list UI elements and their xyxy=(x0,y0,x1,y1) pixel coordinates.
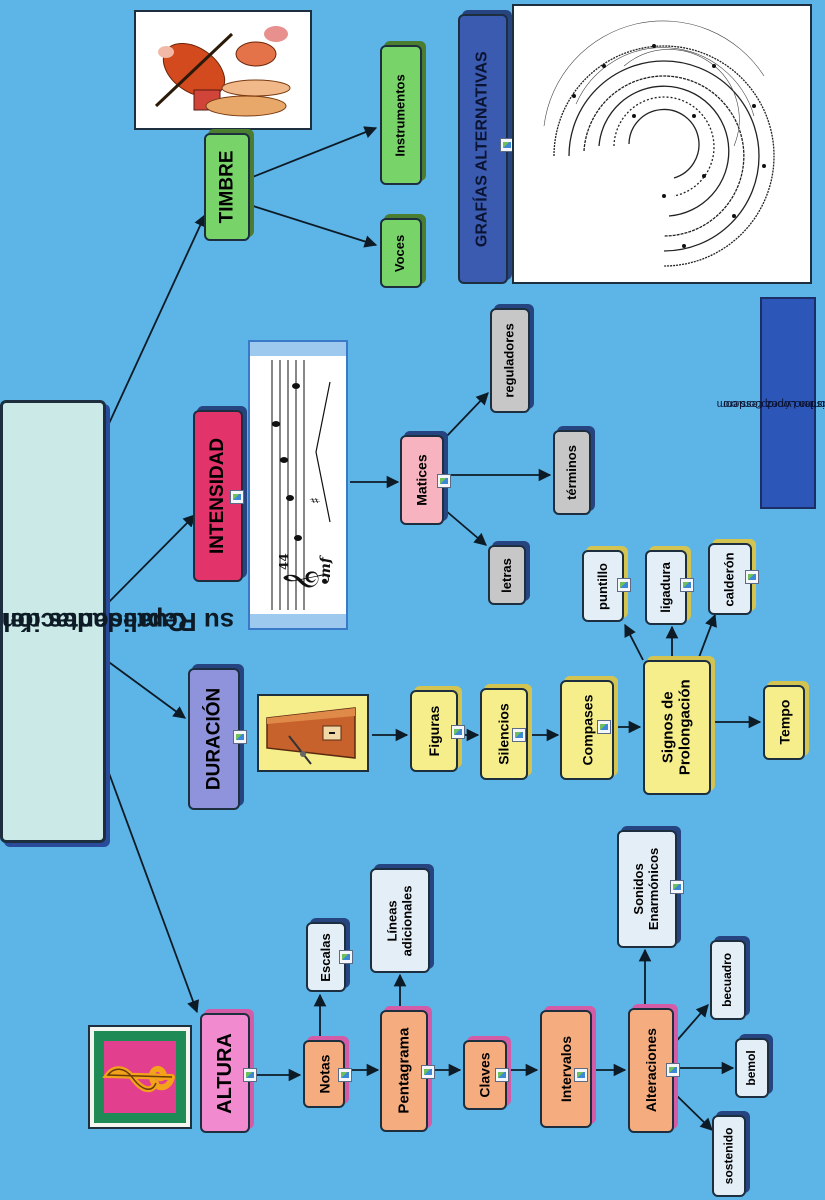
node-voces-label: Voces xyxy=(394,234,409,271)
node-ligadura-label: ligadura xyxy=(659,562,674,613)
node-sonidos-enarmonicos-label: Sonidos Enarmónicos xyxy=(632,848,662,930)
main-title: Cualidades del Sonido ysu Representación… xyxy=(0,400,106,843)
credit-blog: Blog: criscordero.wordpress.com xyxy=(716,395,825,412)
node-compases-label: Compases xyxy=(579,695,595,766)
node-reguladores[interactable]: reguladores xyxy=(490,308,530,413)
node-notas-label: Notas xyxy=(316,1055,332,1094)
node-alteraciones-label: Alteraciones xyxy=(643,1028,659,1112)
node-terminos[interactable]: términos xyxy=(553,430,591,515)
treble-clef-picture xyxy=(88,1025,192,1129)
link-icon xyxy=(233,730,247,744)
dynamic-mark: mf xyxy=(318,554,334,578)
node-escalas-label: Escalas xyxy=(319,933,334,981)
instruments-picture xyxy=(134,10,312,130)
link-icon xyxy=(437,474,451,488)
node-lineas-adicionales[interactable]: Líneas adicionales xyxy=(370,868,430,973)
link-icon xyxy=(338,1068,352,1082)
node-terminos-label: términos xyxy=(565,445,580,500)
link-icon xyxy=(680,578,694,592)
node-tempo[interactable]: Tempo xyxy=(763,685,805,760)
node-becuadro[interactable]: becuadro xyxy=(710,940,746,1020)
node-intervalos-label: Intervalos xyxy=(558,1036,574,1102)
node-signos-prolongacion[interactable]: Signos de Prolongación xyxy=(643,660,711,795)
node-pentagrama-label: Pentagrama xyxy=(395,1028,412,1114)
link-icon xyxy=(495,1068,509,1082)
metronome-icon xyxy=(259,696,367,770)
link-icon xyxy=(670,880,684,894)
branch-intensidad-label: INTENSIDAD xyxy=(207,438,229,554)
node-voces[interactable]: Voces xyxy=(380,218,422,288)
node-silencios-label: Silencios xyxy=(496,703,512,764)
branch-timbre[interactable]: TIMBRE xyxy=(204,133,250,241)
node-tempo-label: Tempo xyxy=(776,700,792,745)
treble-clef-icon xyxy=(90,1027,190,1127)
node-claves-label: Claves xyxy=(477,1052,493,1097)
node-letras[interactable]: letras xyxy=(488,545,526,605)
link-icon xyxy=(617,578,631,592)
link-icon xyxy=(339,950,353,964)
node-sostenido-label: sostenido xyxy=(722,1128,736,1185)
instruments-illustration xyxy=(136,12,310,128)
node-bemol[interactable]: bemol xyxy=(735,1038,769,1098)
branch-timbre-label: TIMBRE xyxy=(216,151,238,224)
node-sostenido[interactable]: sostenido xyxy=(712,1115,746,1197)
node-lineas-adicionales-label: Líneas adicionales xyxy=(385,885,415,956)
link-icon xyxy=(243,1068,257,1082)
node-reguladores-label: reguladores xyxy=(503,323,518,397)
svg-text:♯: ♯ xyxy=(308,497,324,504)
circular-score-image xyxy=(514,6,810,282)
link-icon xyxy=(421,1065,435,1079)
node-letras-label: letras xyxy=(500,558,515,593)
node-puntillo-label: puntillo xyxy=(596,563,611,610)
branch-duracion-label: DURACIÓN xyxy=(203,688,225,790)
node-becuadro-label: becuadro xyxy=(721,953,735,1007)
link-icon xyxy=(451,725,465,739)
node-matices-label: Matices xyxy=(414,454,430,505)
node-calderon-label: calderón xyxy=(723,552,738,606)
node-figuras-label: Figuras xyxy=(426,706,442,757)
dynamics-score-image: 𝄞 44 ♯ mf xyxy=(250,342,346,628)
node-signos-prolongacion-label: Signos de Prolongación xyxy=(660,680,695,776)
circular-score-picture xyxy=(512,4,812,284)
author-credit: Cristina López Cordero Blog: criscordero… xyxy=(760,297,816,509)
node-bemol-label: bemol xyxy=(745,1050,759,1085)
svg-text:44: 44 xyxy=(277,553,291,570)
metronome-picture xyxy=(257,694,369,772)
grafias-alternativas-label: GRAFÍAS ALTERNATIVAS xyxy=(474,51,492,247)
link-icon xyxy=(745,570,759,584)
node-sonidos-enarmonicos[interactable]: Sonidos Enarmónicos xyxy=(617,830,677,948)
branch-altura-label: ALTURA xyxy=(214,1033,237,1114)
link-icon xyxy=(666,1063,680,1077)
link-icon xyxy=(230,490,244,504)
link-icon xyxy=(574,1068,588,1082)
title-line-2: su Representación Gráfica xyxy=(0,605,234,638)
node-instrumentos-label: Instrumentos xyxy=(394,74,409,156)
link-icon xyxy=(512,728,526,742)
node-instrumentos[interactable]: Instrumentos xyxy=(380,45,422,185)
link-icon xyxy=(597,720,611,734)
dynamics-score-picture: 𝄞 44 ♯ mf xyxy=(248,340,348,630)
